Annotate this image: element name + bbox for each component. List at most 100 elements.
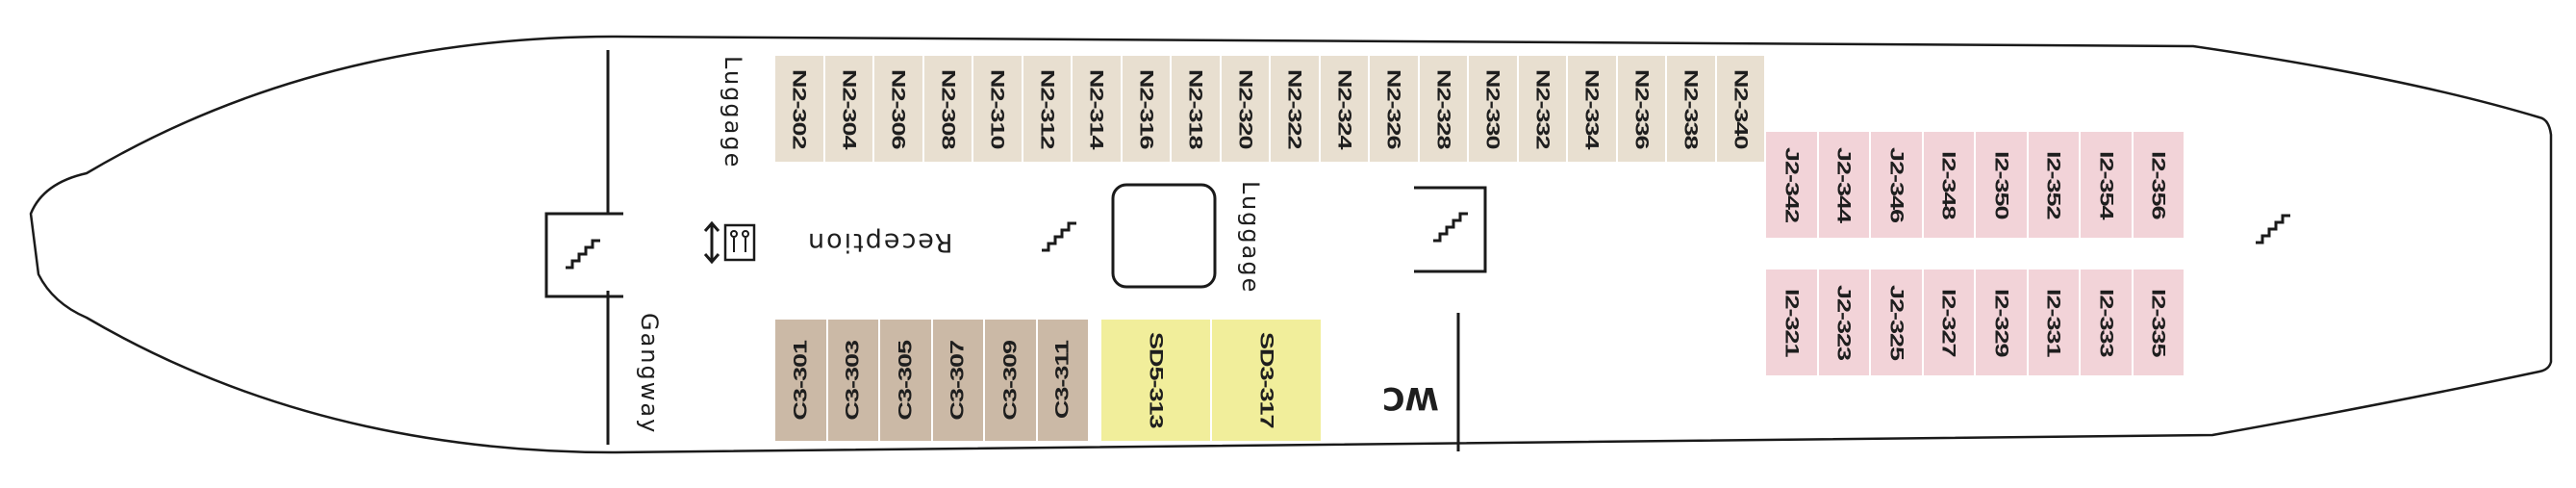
cabin-label: N2-318 [1185,68,1206,149]
cabin-label: J2-342 [1780,146,1803,223]
cabin-c3-307[interactable]: C3-307 [932,320,985,441]
cabin-n2-330[interactable]: N2-330 [1469,56,1519,162]
cabin-n2-320[interactable]: N2-320 [1221,56,1271,162]
cabin-label: N2-312 [1036,68,1058,149]
stair-box-right [1414,186,1487,273]
stair-box-left [544,212,623,298]
cabin-label: I2-335 [2148,288,2169,357]
cabin-label: C3-303 [842,340,864,421]
cabin-i2-352[interactable]: I2-352 [2028,132,2081,238]
cabin-i2-327[interactable]: I2-327 [1923,270,1976,375]
cabin-label: N2-304 [838,68,860,149]
wc-label: WC [1382,380,1439,417]
central-room [1111,183,1217,289]
cabin-label: J2-323 [1833,284,1855,361]
cabin-label: N2-338 [1680,68,1702,149]
cabin-n2-336[interactable]: N2-336 [1617,56,1667,162]
cabin-n2-310[interactable]: N2-310 [973,56,1023,162]
cabin-label: J2-346 [1885,146,1907,223]
cabin-label: I2-350 [1990,150,2012,219]
cabin-label: I2-321 [1780,288,1803,357]
cabin-i2-333[interactable]: I2-333 [2081,270,2134,375]
luggage-label-mid: Luggage [1237,181,1264,295]
cabin-n2-332[interactable]: N2-332 [1518,56,1568,162]
cabin-c3-305[interactable]: C3-305 [880,320,933,441]
cabin-label: N2-314 [1086,68,1107,149]
cabin-i2-350[interactable]: I2-350 [1976,132,2029,238]
cabin-label: J2-325 [1885,284,1907,361]
cabin-label: N2-328 [1432,68,1454,149]
cabin-n2-314[interactable]: N2-314 [1073,56,1123,162]
cabin-label: N2-310 [987,68,1008,149]
cabin-i2-348[interactable]: I2-348 [1923,132,1976,238]
cabin-label: I2-331 [2043,288,2064,357]
cabin-j2-342[interactable]: J2-342 [1766,132,1819,238]
gangway-label: Gangway [636,313,663,435]
cabin-i2-329[interactable]: I2-329 [1976,270,2029,375]
cabin-sd5-313[interactable]: SD5-313 [1101,320,1212,441]
cabin-j2-323[interactable]: J2-323 [1818,270,1871,375]
cabin-n2-306[interactable]: N2-306 [874,56,924,162]
cabin-label: I2-327 [1938,288,1959,357]
cabin-n2-312[interactable]: N2-312 [1023,56,1073,162]
cabin-n2-304[interactable]: N2-304 [824,56,874,162]
cabin-j2-344[interactable]: J2-344 [1818,132,1871,238]
cabin-i2-335[interactable]: I2-335 [2133,270,2185,375]
stairs-icon [1042,221,1076,252]
cabin-n2-328[interactable]: N2-328 [1419,56,1469,162]
cabin-label: C3-311 [1051,341,1073,420]
cabin-c3-303[interactable]: C3-303 [827,320,880,441]
cabin-label: I2-348 [1938,150,1959,219]
cabin-label: N2-302 [789,68,810,149]
cabin-c3-301[interactable]: C3-301 [775,320,828,441]
cabin-label: I2-329 [1990,288,2012,357]
cabin-label: C3-307 [947,340,969,421]
cabin-label: N2-306 [888,68,909,149]
cabin-label: I2-354 [2095,150,2117,219]
cabin-label: N2-336 [1630,68,1653,149]
cabin-n2-324[interactable]: N2-324 [1320,56,1370,162]
stairs-icon [2256,214,2290,244]
cabin-n2-340[interactable]: N2-340 [1716,56,1766,162]
cabin-label: N2-324 [1333,68,1355,149]
cabin-sd3-317[interactable]: SD3-317 [1212,320,1323,441]
cabin-label: N2-322 [1284,68,1305,149]
cabin-c3-311[interactable]: C3-311 [1037,320,1090,441]
cabin-label: J2-344 [1833,146,1855,223]
cabin-i2-321[interactable]: I2-321 [1766,270,1819,375]
cabin-label: SD3-317 [1256,332,1277,428]
cabin-i2-331[interactable]: I2-331 [2028,270,2081,375]
cabin-c3-309[interactable]: C3-309 [985,320,1038,441]
cabin-n2-316[interactable]: N2-316 [1122,56,1172,162]
cabin-label: N2-308 [937,68,959,149]
cabin-label: I2-333 [2095,288,2117,357]
cabin-label: N2-320 [1234,68,1256,149]
cabin-label: I2-352 [2043,150,2064,219]
cabin-n2-322[interactable]: N2-322 [1271,56,1321,162]
cabin-label: N2-326 [1383,68,1404,149]
cabin-label: I2-356 [2148,150,2169,219]
cabin-label: N2-332 [1531,68,1553,149]
cabin-label: C3-301 [790,340,811,421]
cabin-i2-354[interactable]: I2-354 [2081,132,2134,238]
cabin-n2-318[interactable]: N2-318 [1172,56,1222,162]
cabin-label: C3-309 [999,340,1021,421]
reception-label: Reception [806,227,953,257]
cabin-label: C3-305 [895,340,916,421]
elevator-icon [703,220,756,265]
stairs-icon [566,239,600,270]
cabin-n2-334[interactable]: N2-334 [1568,56,1618,162]
cabin-n2-338[interactable]: N2-338 [1667,56,1717,162]
cabin-j2-346[interactable]: J2-346 [1871,132,1924,238]
cabin-label: N2-316 [1135,68,1157,149]
stairs-icon [1433,212,1468,243]
cabin-i2-356[interactable]: I2-356 [2133,132,2185,238]
cabin-j2-325[interactable]: J2-325 [1871,270,1924,375]
luggage-label-top: Luggage [720,56,746,169]
cabin-n2-326[interactable]: N2-326 [1370,56,1420,162]
cabin-label: N2-330 [1482,68,1503,149]
cabin-label: N2-334 [1581,68,1603,149]
cabin-n2-308[interactable]: N2-308 [923,56,973,162]
cabin-n2-302[interactable]: N2-302 [775,56,825,162]
